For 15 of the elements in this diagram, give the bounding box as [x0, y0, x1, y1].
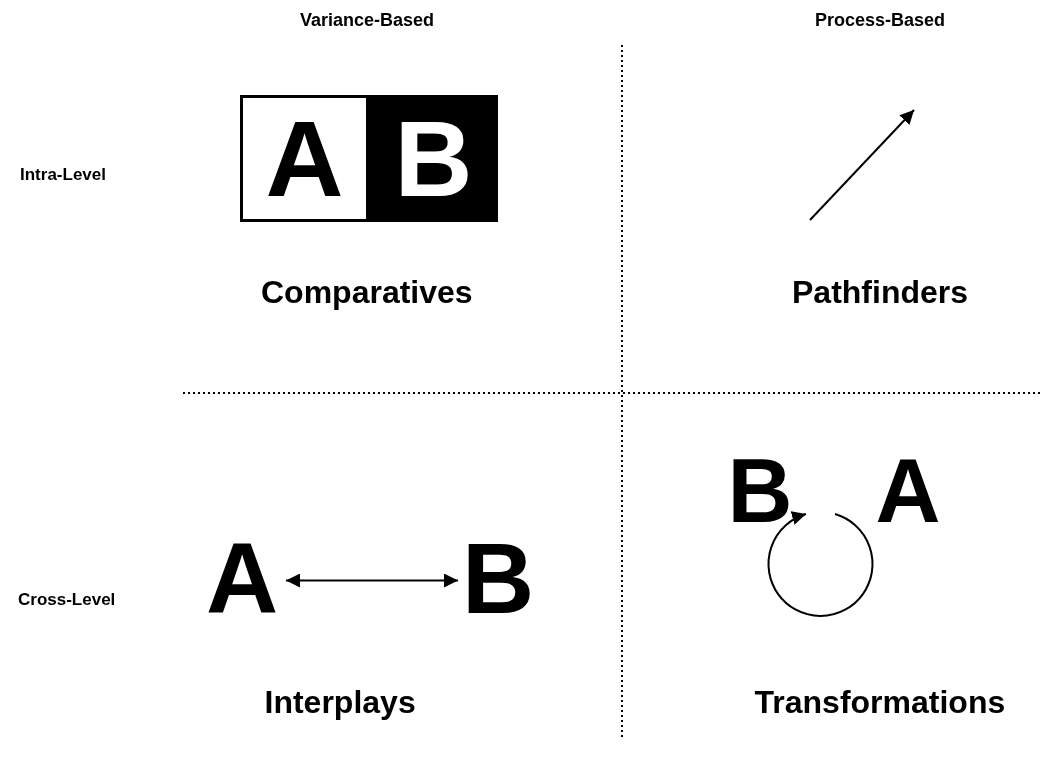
quadrant-title: Interplays [264, 684, 416, 721]
quadrant-title: Comparatives [261, 274, 473, 311]
arrow [285, 573, 459, 588]
row-heading: Intra-Level [20, 165, 106, 185]
letter-box: B [369, 95, 498, 222]
letter: A [866, 448, 950, 533]
column-heading: Process-Based [815, 10, 946, 31]
letter: A [200, 530, 284, 625]
column-heading: Variance-Based [300, 10, 435, 31]
quadrant-title: Transformations [754, 684, 1006, 721]
row-heading: Cross-Level [18, 590, 116, 610]
letter: B [460, 530, 536, 625]
quadrant-title: Pathfinders [792, 274, 969, 311]
letter-box: A [240, 95, 369, 222]
letter: B [718, 448, 802, 533]
